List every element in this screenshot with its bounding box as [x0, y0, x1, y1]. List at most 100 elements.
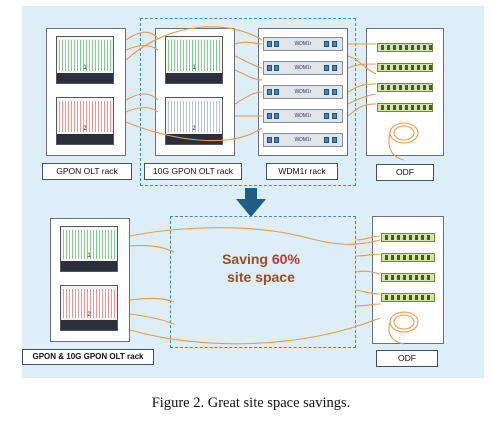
wdm1r-unit: WDM1r: [263, 109, 343, 123]
odf-connector: [385, 275, 388, 280]
odf-connector: [427, 275, 430, 280]
olt-unit-number: 2: [83, 126, 87, 132]
wdm1r-unit: WDM1r: [263, 85, 343, 99]
odf-connector: [417, 65, 420, 70]
port-icon: [332, 41, 337, 47]
odf-connector: [423, 65, 426, 70]
port-icon: [324, 65, 329, 71]
port-icon: [267, 137, 272, 143]
odf-panel-row: [377, 43, 433, 52]
olt-unit-slots: [63, 289, 115, 318]
odf-connector: [391, 235, 394, 240]
odf-panel-row: [377, 63, 433, 72]
odf-connector: [385, 295, 388, 300]
port-icon: [274, 113, 279, 119]
combined-olt-rack: 1 2: [50, 218, 130, 342]
odf-connector: [405, 45, 408, 50]
saving-prefix: Saving: [222, 251, 272, 267]
odf-panel-row: [381, 253, 435, 262]
odf-connector: [393, 85, 396, 90]
olt-unit-1: 1: [60, 226, 118, 272]
odf-connector: [417, 45, 420, 50]
odf-connector: [387, 105, 390, 110]
odf-connector: [427, 295, 430, 300]
odf-connector: [403, 295, 406, 300]
olt-unit-base: [166, 134, 222, 144]
odf-connector: [423, 45, 426, 50]
down-arrow-icon: [236, 188, 266, 217]
olt-unit-slots: [59, 101, 111, 132]
odf-connector: [397, 255, 400, 260]
odf-connector: [409, 295, 412, 300]
odf-connector: [391, 295, 394, 300]
port-icon: [324, 137, 329, 143]
odf-panel-row: [377, 103, 433, 112]
odf-panel-row: [381, 293, 435, 302]
odf-connector: [405, 85, 408, 90]
olt-unit-number: 2: [192, 126, 196, 132]
olt-unit-2: 2: [60, 285, 118, 331]
odf-connector: [393, 45, 396, 50]
odf-connector: [417, 105, 420, 110]
odf-connector: [405, 105, 408, 110]
saving-line-2: site space: [227, 269, 295, 285]
odf-connector: [421, 235, 424, 240]
wdm1r-unit: WDM1r: [263, 37, 343, 51]
odf-top: [366, 28, 444, 156]
odf-panel-row: [377, 83, 433, 92]
odf-connector: [429, 85, 432, 90]
label-wdm1r-rack: WDM1r rack: [266, 163, 338, 180]
wdm1r-rack: WDM1r WDM1r WDM1r WDM1r WDM1r: [258, 28, 348, 156]
port-icon: [267, 65, 272, 71]
wdm1r-unit-label: WDM1r: [294, 113, 312, 119]
olt-unit-slots: [168, 101, 220, 132]
wdm1r-unit-label: WDM1r: [294, 137, 312, 143]
odf-connector: [393, 65, 396, 70]
odf-connector: [381, 105, 384, 110]
port-icon: [274, 65, 279, 71]
odf-connector: [429, 65, 432, 70]
odf-connector: [411, 45, 414, 50]
odf-connector: [403, 255, 406, 260]
odf-connector: [397, 275, 400, 280]
olt-unit-1: 1: [56, 36, 114, 84]
odf-connector: [399, 85, 402, 90]
odf-connector: [391, 255, 394, 260]
odf-connector: [411, 105, 414, 110]
odf-connector: [421, 255, 424, 260]
odf-connector: [421, 275, 424, 280]
port-icon: [267, 113, 272, 119]
odf-connector: [397, 295, 400, 300]
wdm1r-unit-label: WDM1r: [294, 89, 312, 95]
saving-text: Saving 60% site space: [166, 250, 356, 286]
saving-value: 60%: [271, 251, 300, 267]
10g-gpon-olt-rack: 1 2: [155, 28, 235, 156]
port-icon: [274, 41, 279, 47]
olt-unit-1: 1: [165, 36, 223, 84]
olt-unit-base: [57, 73, 113, 83]
odf-connector: [399, 65, 402, 70]
olt-unit-number: 1: [87, 253, 91, 259]
odf-connector: [381, 85, 384, 90]
odf-connector: [427, 255, 430, 260]
odf-connector: [417, 85, 420, 90]
port-icon: [324, 41, 329, 47]
olt-unit-base: [166, 73, 222, 83]
odf-connector: [409, 235, 412, 240]
odf-connector: [403, 275, 406, 280]
olt-unit-number: 1: [83, 65, 87, 71]
olt-unit-slots: [63, 230, 115, 259]
olt-unit-slots: [59, 40, 111, 71]
wdm1r-unit-label: WDM1r: [294, 41, 312, 47]
odf-connector: [427, 235, 430, 240]
label-gpon-olt-rack: GPON OLT rack: [42, 163, 132, 180]
odf-connector: [415, 295, 418, 300]
odf-connector: [391, 275, 394, 280]
gpon-olt-rack: 1 2: [46, 28, 126, 156]
olt-unit-base: [57, 134, 113, 144]
label-10g-gpon-olt-rack: 10G GPON OLT rack: [144, 163, 242, 180]
odf-panel-row: [381, 233, 435, 242]
odf-connector: [415, 255, 418, 260]
port-icon: [274, 89, 279, 95]
